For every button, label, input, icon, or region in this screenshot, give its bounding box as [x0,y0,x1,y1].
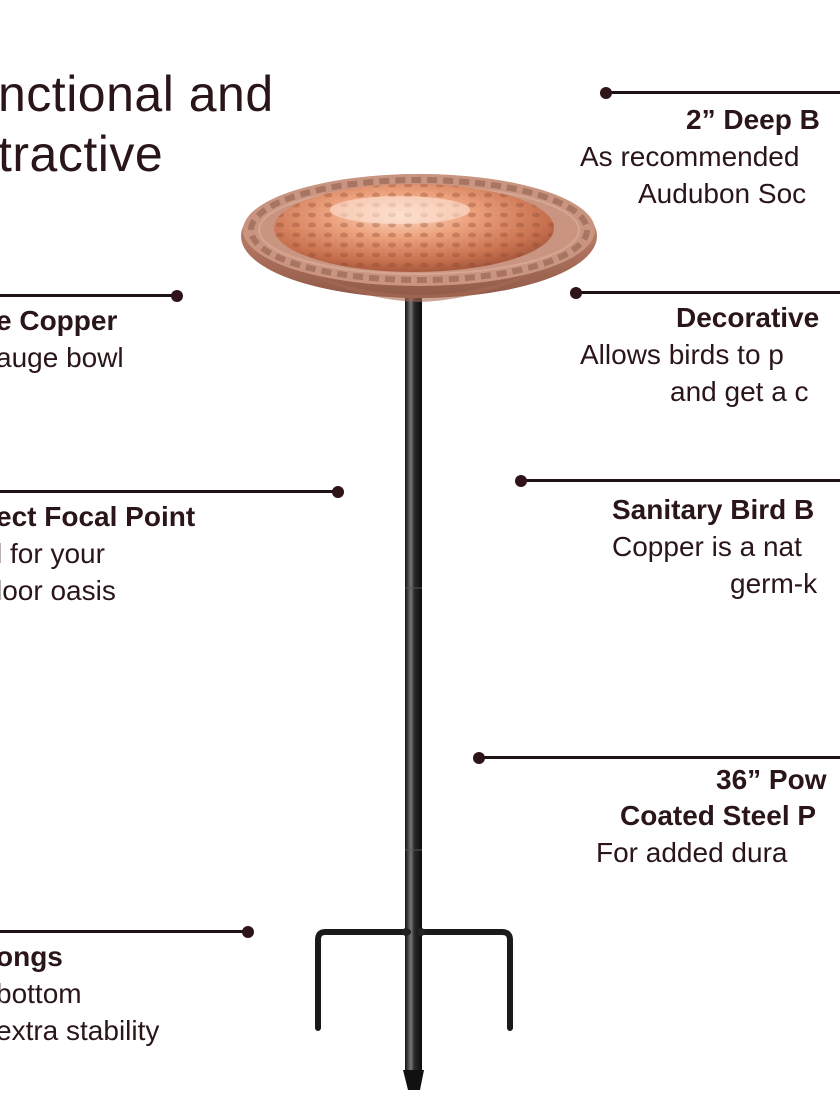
callout-desc: Allows birds to p [580,339,784,370]
callout-title: Coated Steel P [620,800,817,831]
leader-dot-decorative [570,287,582,299]
callout-desc: Audubon Soc [638,178,807,209]
pole [405,295,422,1075]
callout-title: Decorative [676,302,820,333]
callout-desc: Copper is a nat [612,531,802,562]
callout-copper: e Copper auge bowl [0,303,124,376]
callout-title: 2” Deep B [686,104,820,135]
callout-focal-point: ect Focal Point l for your loor oasis [0,499,195,609]
leader-line-deep-basin [606,91,840,94]
leader-dot-sanitary [515,475,527,487]
callout-desc: extra stability [0,1015,160,1046]
callout-desc: bottom [0,978,82,1009]
callout-desc: and get a c [670,376,809,407]
callout-steel-pole: 36” Pow Coated Steel P For added dura [596,762,826,871]
callout-title: 36” Pow [716,764,827,795]
callout-desc: germ-k [730,568,818,599]
callout-deep-basin: 2” Deep B As recommended Audubon Soc [580,102,820,212]
leader-dot-deep-basin [600,87,612,99]
leader-line-focal-point [0,490,338,493]
callout-title: ect Focal Point [0,501,196,532]
callout-title: ongs [0,941,63,972]
callout-desc: As recommended [580,141,800,172]
callout-prongs: ongs bottom extra stability [0,939,159,1049]
callout-title: Sanitary Bird B [612,494,815,525]
callout-desc: loor oasis [0,575,116,606]
leader-dot-steel-pole [473,752,485,764]
headline-line-1: nctional and [0,66,274,122]
leader-line-prongs [0,930,248,933]
leader-dot-prongs [242,926,254,938]
callout-desc: For added dura [596,837,788,868]
leader-dot-copper [171,290,183,302]
headline: nctional and tractive [0,64,274,184]
callout-title: e Copper [0,305,118,336]
callout-decorative: Decorative Allows birds to p and get a c [580,300,819,410]
headline-line-2: tractive [0,126,164,182]
leader-line-decorative [576,291,840,294]
callout-desc: l for your [0,538,105,569]
callout-desc: auge bowl [0,342,124,373]
leader-line-steel-pole [479,756,840,759]
leader-dot-focal-point [332,486,344,498]
leader-line-sanitary [521,479,840,482]
leader-line-copper [0,294,176,297]
callout-sanitary: Sanitary Bird B Copper is a nat germ-k [612,492,817,602]
